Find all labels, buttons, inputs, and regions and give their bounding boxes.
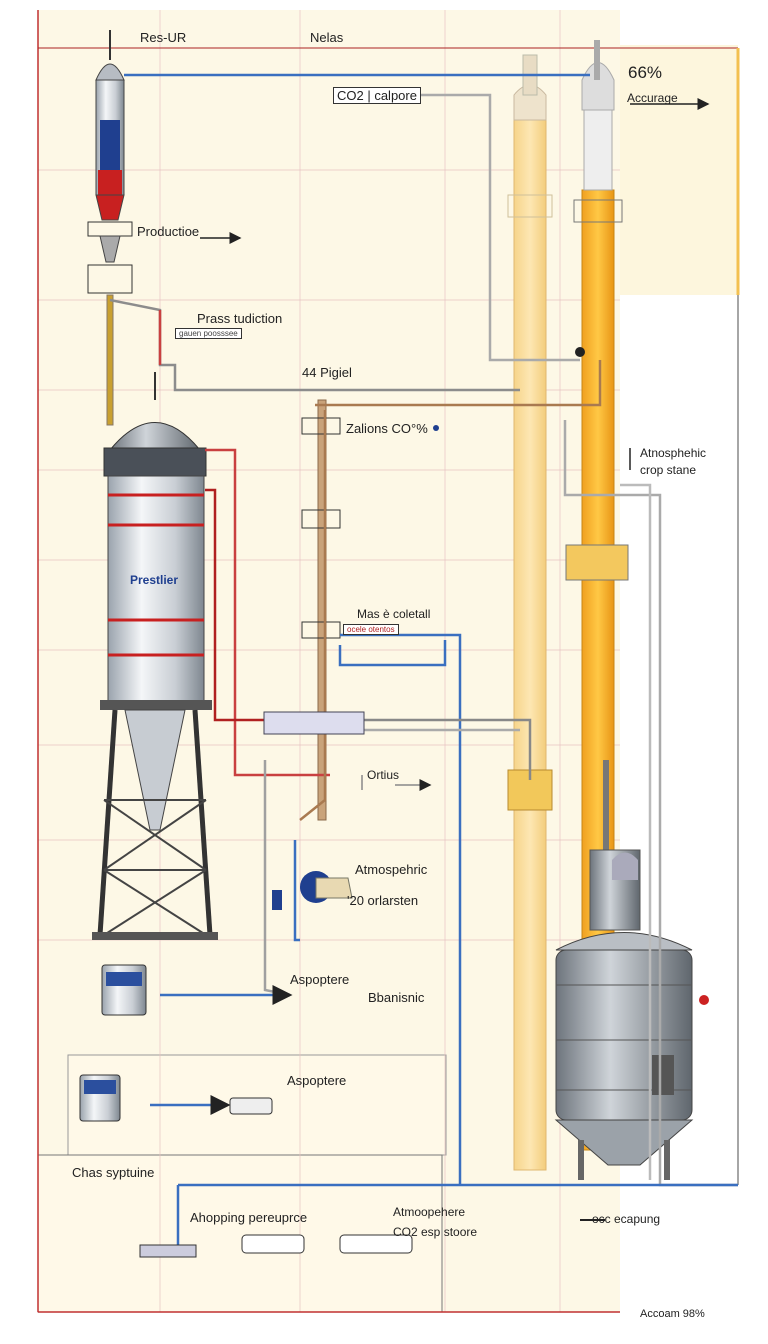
label-atmospheric-mid: Atmospehric — [355, 862, 428, 877]
bottom-right-vessel — [554, 760, 709, 1180]
label-press-title: Prass tudiction — [197, 311, 283, 326]
label-co2-percent: Zalions CO°% — [346, 421, 428, 436]
small-tank-2 — [79, 1074, 121, 1122]
label-vessel-name: Prestlier — [130, 573, 179, 587]
label-production: Productioe — [137, 224, 200, 239]
label-accum-percent: Accoam 98% — [640, 1308, 705, 1320]
label-co2-capture: CO2 | calpore — [333, 87, 421, 104]
label-ahopping: Ahopping pereuprce — [190, 1210, 308, 1225]
label-atmospheric-right-1: Atnosphehic — [640, 446, 707, 460]
label-mass-title: Mas è coletall — [357, 607, 431, 621]
label-top-center: Nelas — [310, 30, 344, 45]
bottom-pump — [139, 1244, 197, 1258]
main-vessel — [92, 372, 218, 940]
label-bbanisnic: Bbanisnic — [368, 990, 425, 1005]
label-atmoopehere: Atmoopehere — [393, 1205, 466, 1219]
heat-exchanger — [263, 711, 365, 735]
pale-column — [507, 54, 553, 1171]
bottom-tank-b — [339, 1234, 413, 1254]
filter-unit — [229, 1097, 273, 1115]
label-aspoptere-1: Aspoptere — [290, 972, 350, 987]
label-occ-capung: occ ecapung — [592, 1212, 661, 1226]
label-press-sub: gauen poosssee — [175, 328, 242, 339]
label-atmospheric-right-2: crop stane — [640, 463, 697, 477]
label-percent-top: 66% — [628, 63, 663, 82]
label-20-orlarsten: '20 orlarsten — [347, 893, 419, 908]
bottom-tank-a — [241, 1234, 305, 1254]
small-tank-1 — [101, 964, 147, 1016]
label-aspoptere-2: Aspoptere — [287, 1073, 347, 1088]
pump — [272, 871, 353, 910]
label-pigiel: 44 Pigiel — [302, 365, 352, 380]
top-left-column — [87, 30, 133, 426]
bottom-panel-box — [37, 1154, 443, 1313]
label-accurage: Accurage — [627, 91, 678, 105]
label-mass-sub: ocele otentos — [343, 624, 399, 635]
label-co2-storage: CO2 esp stoore — [393, 1225, 478, 1239]
label-top-left: Res-UR — [140, 30, 187, 45]
label-ortius: Ortius — [367, 768, 400, 782]
label-chas-syptuine: Chas syptuine — [72, 1165, 155, 1180]
